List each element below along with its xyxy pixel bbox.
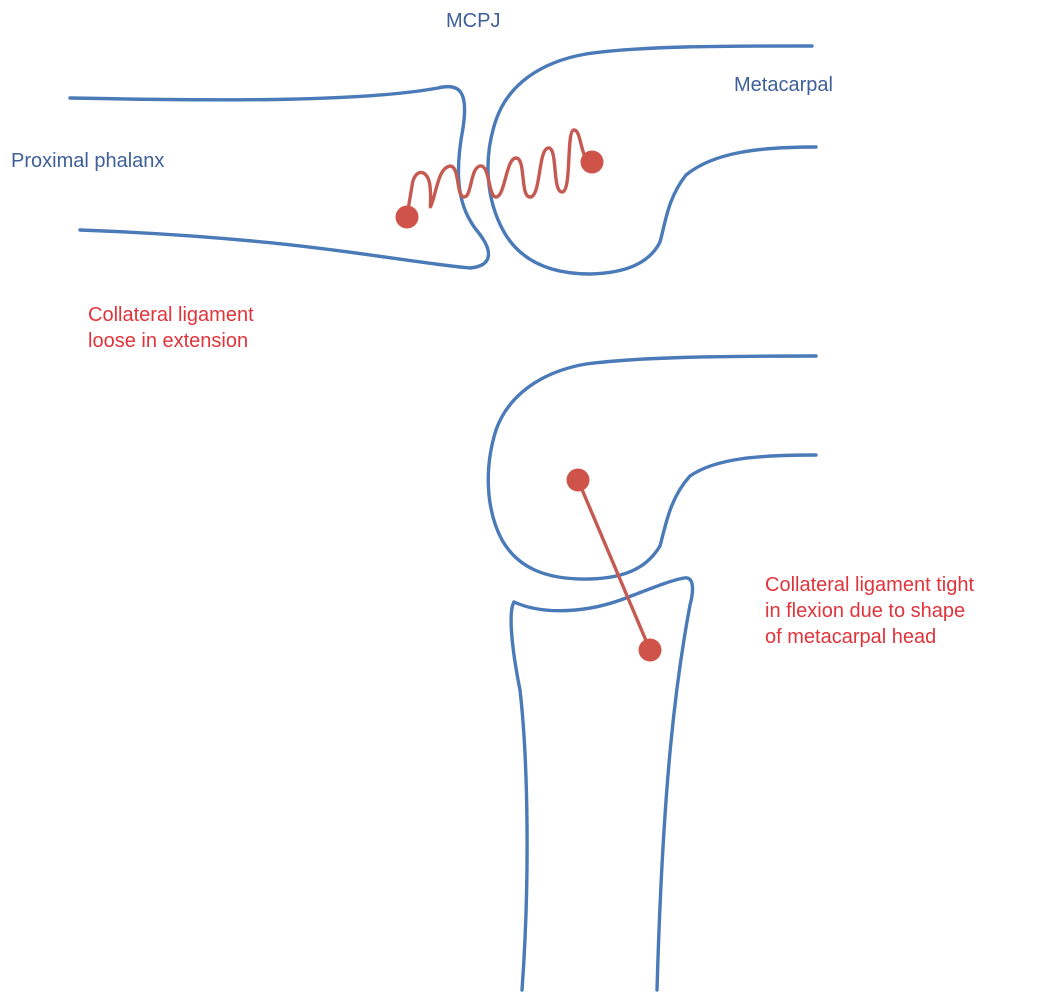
extension-view	[70, 46, 816, 274]
collateral-ligament-loose	[407, 130, 592, 216]
loose-in-extension-note: Collateral ligament loose in extension	[88, 302, 254, 354]
joint-title-label: MCPJ	[446, 8, 500, 34]
metacarpal-outline-flexion	[488, 356, 816, 579]
metacarpal-label: Metacarpal	[734, 72, 833, 98]
proximal-phalanx-left-edge	[511, 602, 527, 990]
proximal-phalanx-outline-flexion	[514, 578, 692, 990]
flexion-view	[488, 356, 816, 990]
collateral-ligament-tight	[578, 480, 650, 650]
ligament-attachment-point	[567, 469, 590, 492]
proximal-phalanx-label: Proximal phalanx	[11, 148, 164, 174]
ligament-attachment-point	[396, 206, 419, 229]
ligament-attachment-point	[639, 639, 662, 662]
ligament-attachment-point	[581, 151, 604, 174]
tight-in-flexion-note: Collateral ligament tight in flexion due…	[765, 572, 974, 650]
